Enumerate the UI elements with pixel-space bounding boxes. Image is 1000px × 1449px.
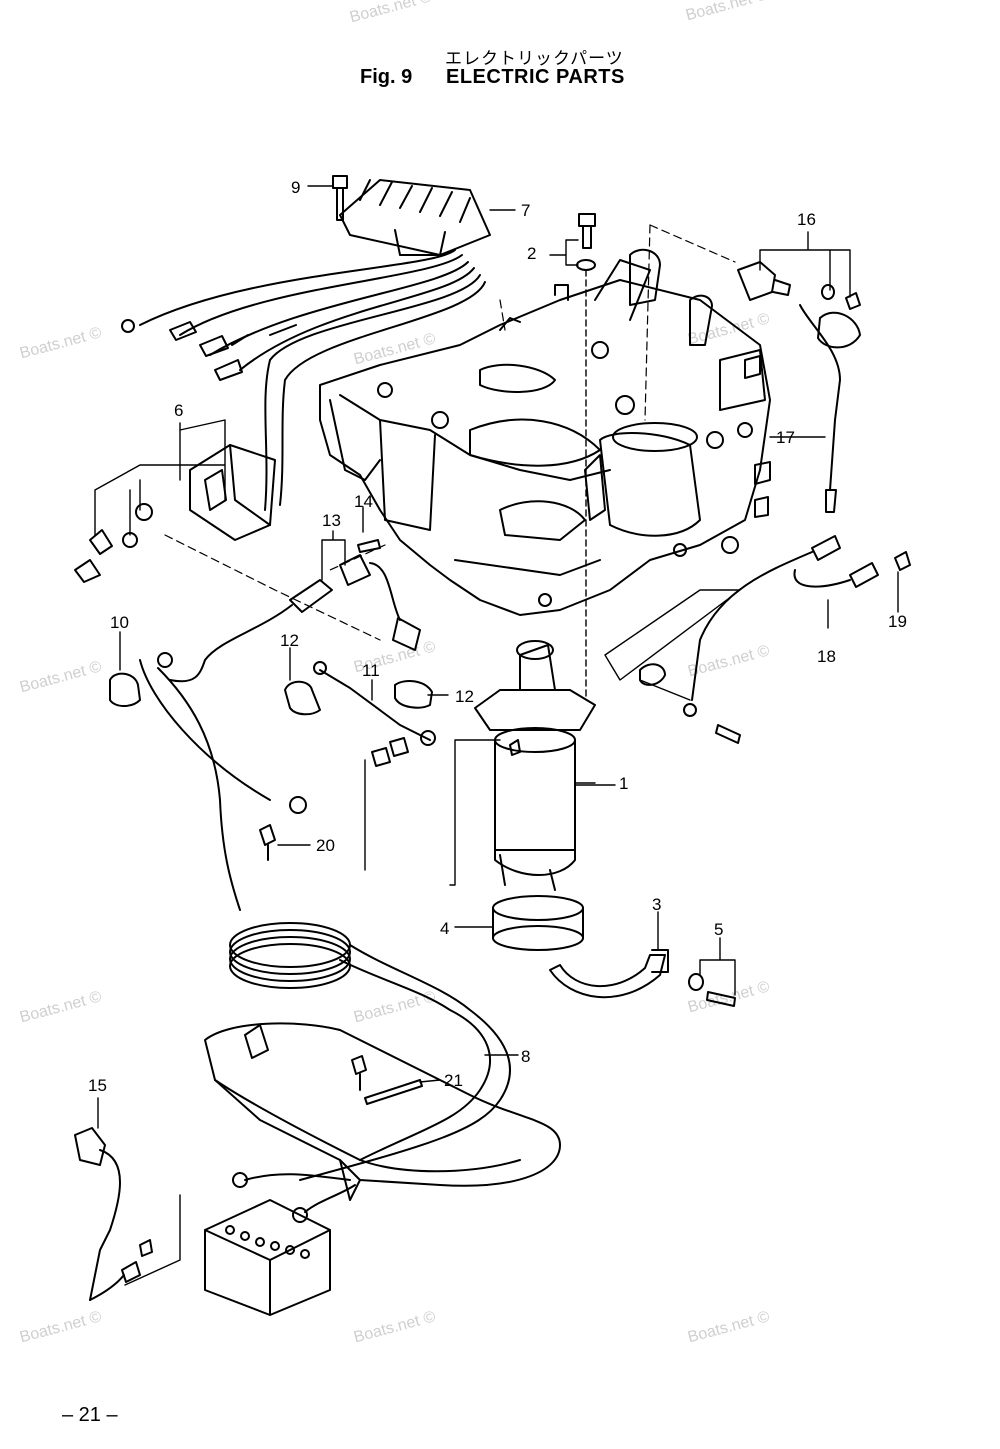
callout-12: 12 — [280, 631, 299, 650]
sender-wire-part-17 — [799, 304, 861, 513]
mounted-starter-motor — [584, 422, 701, 537]
diagram-title: ELECTRIC PARTS — [446, 66, 625, 88]
bolt-washer-part-2 — [576, 213, 596, 271]
callout-5: 5 — [714, 920, 724, 939]
nuts-small — [371, 737, 409, 767]
callout-18: 18 — [817, 647, 836, 666]
callout-21: 21 — [444, 1071, 463, 1090]
callout-11: 11 — [362, 661, 380, 680]
lead-wire-part-18 — [639, 535, 911, 744]
callout-19: 19 — [888, 612, 907, 631]
page-number: – 21 – — [62, 1404, 118, 1426]
callout-20: 20 — [316, 836, 335, 855]
cap-parts-12 — [284, 679, 433, 716]
pin-part-14 — [357, 539, 381, 553]
battery-cable-part-9 — [139, 659, 511, 1181]
sensor-part-13 — [157, 554, 421, 683]
callout-4: 4 — [440, 919, 450, 938]
battery — [204, 1199, 331, 1316]
strap-part-3 — [549, 949, 669, 999]
screw-part-20 — [259, 824, 276, 861]
callout-15: 15 — [88, 1076, 107, 1095]
callout-6: 6 — [174, 401, 184, 420]
callout-1: 1 — [619, 774, 629, 793]
rectifier-wire-harness — [121, 249, 486, 511]
rectifier-part-7 — [339, 179, 491, 256]
band-part-4 — [492, 895, 584, 951]
callout-7: 7 — [521, 201, 531, 220]
battery-leads — [232, 1172, 356, 1223]
callout-13: 13 — [322, 511, 341, 530]
cap-part-10 — [109, 672, 141, 707]
bottom-cowling — [204, 1022, 561, 1201]
japanese-title: エレクトリックパーツ — [445, 49, 624, 69]
callout-8: 9 — [291, 178, 301, 197]
callout-12-second: 12 — [455, 687, 474, 706]
thermo-switch-part-16 — [737, 261, 861, 310]
cable-part-11 — [313, 661, 436, 746]
figure-number: Fig. 9 — [360, 66, 413, 88]
callout-9: 8 — [521, 1047, 531, 1066]
callout-3: 3 — [652, 895, 662, 914]
callout-14: 14 — [354, 492, 373, 511]
bolt-part-8 — [332, 175, 348, 221]
callout-10: 10 — [110, 613, 129, 632]
cable-tie-part-21 — [351, 1055, 423, 1105]
battery-switch-part-15 — [74, 1127, 153, 1301]
callout-2: 2 — [527, 244, 537, 263]
callout-16: 16 — [797, 210, 816, 229]
starter-motor-part-1 — [474, 640, 596, 891]
bolts-part-5 — [688, 973, 736, 1007]
callout-17: 17 — [776, 428, 795, 447]
